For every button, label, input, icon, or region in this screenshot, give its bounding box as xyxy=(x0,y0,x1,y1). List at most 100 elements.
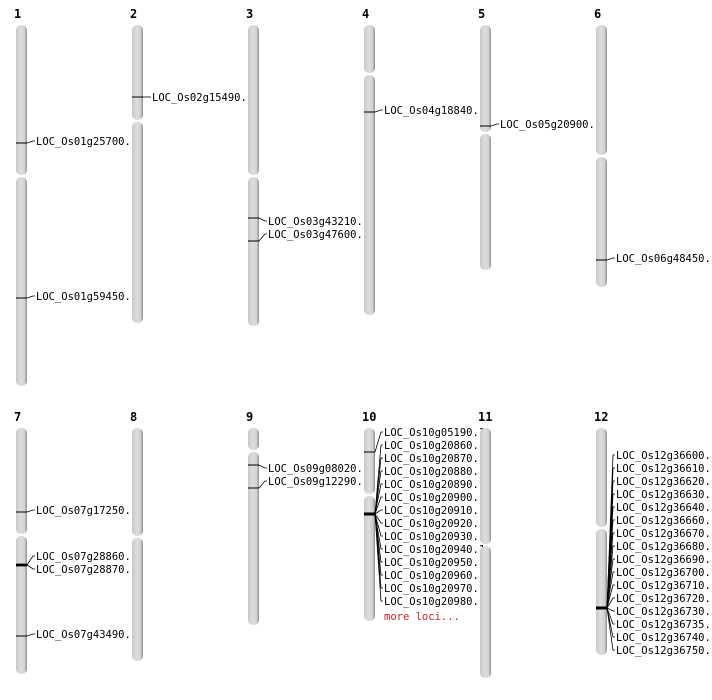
locus-label[interactable]: LOC_Os10g20880.1 xyxy=(384,466,485,478)
locus-label[interactable]: LOC_Os07g28870.1 xyxy=(36,564,137,576)
locus-label[interactable]: LOC_Os12g36660.1 xyxy=(616,515,712,527)
chromosome-arm-short[interactable] xyxy=(132,428,143,536)
more-loci-link[interactable]: more loci... xyxy=(384,611,460,623)
locus-connector xyxy=(606,558,615,609)
chromosome-arm-long[interactable] xyxy=(480,134,491,270)
chromosome-arm-long[interactable] xyxy=(364,496,375,621)
chromosome-arm-long[interactable] xyxy=(248,452,259,625)
locus-label[interactable]: LOC_Os12g36690.1 xyxy=(616,554,712,566)
locus-label[interactable]: LOC_Os06g48450.1 xyxy=(616,253,712,265)
locus-label[interactable]: LOC_Os12g36750.1 xyxy=(616,645,712,657)
locus-connector xyxy=(606,545,615,609)
locus-connector xyxy=(374,513,383,602)
locus-label[interactable]: LOC_Os10g20860.1 xyxy=(384,440,485,452)
chromosome-arm-long[interactable] xyxy=(480,546,491,678)
locus-label[interactable]: LOC_Os04g18840.1 xyxy=(384,105,485,117)
locus-label[interactable]: LOC_Os03g43210.1 xyxy=(268,216,369,228)
chromosome-arm-short[interactable] xyxy=(132,25,143,120)
locus-label[interactable]: LOC_Os12g36630.1 xyxy=(616,489,712,501)
locus-connector xyxy=(490,123,499,127)
locus-label[interactable]: LOC_Os10g20910.1 xyxy=(384,505,485,517)
chromosome-arm-long[interactable] xyxy=(248,177,259,326)
locus-label[interactable]: LOC_Os12g36620.1 xyxy=(616,476,712,488)
chromosome-arm-short[interactable] xyxy=(248,25,259,175)
locus-label[interactable]: LOC_Os09g12290.1 xyxy=(268,476,369,488)
chromosome-arm-long[interactable] xyxy=(132,122,143,323)
locus-connector xyxy=(606,597,615,609)
locus-label[interactable]: LOC_Os02g15490.1 xyxy=(152,92,253,104)
locus-label[interactable]: LOC_Os10g20900.1 xyxy=(384,492,485,504)
chromosome-8[interactable]: 8 xyxy=(130,410,143,661)
locus-label[interactable]: LOC_Os07g43490.1 xyxy=(36,629,137,641)
locus-label[interactable]: LOC_Os01g25700.1 xyxy=(36,136,137,148)
locus-label[interactable]: LOC_Os10g20960.1 xyxy=(384,570,485,582)
chromosome-number: 10 xyxy=(362,410,376,424)
locus-label[interactable]: LOC_Os10g20940.1 xyxy=(384,544,485,556)
chromosome-arm-short[interactable] xyxy=(480,428,491,544)
locus-label[interactable]: LOC_Os12g36700.1 xyxy=(616,567,712,579)
chromosome-number: 2 xyxy=(130,7,137,21)
locus-label[interactable]: LOC_Os12g36640.1 xyxy=(616,502,712,514)
locus-connector xyxy=(606,607,615,651)
locus-label[interactable]: LOC_Os01g59450.1 xyxy=(36,291,137,303)
chromosome-number: 3 xyxy=(246,7,253,21)
chromosome-arm-long[interactable] xyxy=(364,75,375,315)
locus-label[interactable]: LOC_Os12g36680.1 xyxy=(616,541,712,553)
locus-label[interactable]: LOC_Os07g28860.1 xyxy=(36,551,137,563)
locus-connector xyxy=(26,509,35,513)
chromosome-10[interactable]: 10LOC_Os10g05190.1LOC_Os10g20860.1LOC_Os… xyxy=(362,410,485,623)
locus-label[interactable]: LOC_Os05g20900.1 xyxy=(500,119,601,131)
chromosome-arm-short[interactable] xyxy=(364,25,375,73)
locus-label[interactable]: LOC_Os10g20970.1 xyxy=(384,583,485,595)
chromosome-number: 4 xyxy=(362,7,369,21)
locus-connector xyxy=(26,633,35,637)
locus-label[interactable]: LOC_Os12g36610.1 xyxy=(616,463,712,475)
chromosome-arm-short[interactable] xyxy=(16,428,27,534)
chromosome-arm-long[interactable] xyxy=(16,536,27,674)
chromosome-arm-long[interactable] xyxy=(16,177,27,386)
locus-label[interactable]: LOC_Os10g20890.1 xyxy=(384,479,485,491)
chromosome-arm-long[interactable] xyxy=(596,529,607,655)
locus-label[interactable]: LOC_Os12g36735.1 xyxy=(616,619,712,631)
locus-label[interactable]: LOC_Os10g20930.1 xyxy=(384,531,485,543)
chromosome-7[interactable]: 7LOC_Os07g17250.1LOC_Os07g28860.1LOC_Os0… xyxy=(14,410,137,674)
chromosome-arm-short[interactable] xyxy=(248,428,259,450)
chromosome-arm-short[interactable] xyxy=(16,25,27,175)
chromosome-arm-short[interactable] xyxy=(596,25,607,155)
locus-label[interactable]: LOC_Os09g08020.1 xyxy=(268,463,369,475)
chromosome-arm-short[interactable] xyxy=(480,25,491,132)
locus-label[interactable]: LOC_Os10g20920.1 xyxy=(384,518,485,530)
locus-label[interactable]: LOC_Os10g20980.1 xyxy=(384,596,485,608)
chromosome-arm-short[interactable] xyxy=(364,428,375,494)
locus-connector xyxy=(26,555,35,566)
locus-connector xyxy=(258,464,267,469)
locus-label[interactable]: LOC_Os07g17250.1 xyxy=(36,505,137,517)
chromosome-number: 1 xyxy=(14,7,21,21)
locus-label[interactable]: LOC_Os12g36720.1 xyxy=(616,593,712,605)
locus-label[interactable]: LOC_Os12g36740.1 xyxy=(616,632,712,644)
chromosome-arm-long[interactable] xyxy=(132,538,143,661)
locus-label[interactable]: LOC_Os12g36710.1 xyxy=(616,580,712,592)
chromosome-12[interactable]: 12LOC_Os12g36600.1LOC_Os12g36610.1LOC_Os… xyxy=(594,410,712,657)
locus-label[interactable]: LOC_Os03g47600.1 xyxy=(268,229,369,241)
locus-label[interactable]: LOC_Os12g36730.1 xyxy=(616,606,712,618)
locus-connector xyxy=(374,513,383,524)
locus-connector xyxy=(606,607,615,612)
locus-label[interactable]: LOC_Os12g36600.1 xyxy=(616,450,712,462)
locus-label[interactable]: LOC_Os10g20950.1 xyxy=(384,557,485,569)
locus-connector xyxy=(26,564,35,570)
chromosome-11[interactable]: 11 xyxy=(478,410,492,678)
locus-connector xyxy=(606,584,615,609)
chromosome-arm-short[interactable] xyxy=(596,428,607,527)
chromosome-arm-long[interactable] xyxy=(596,157,607,287)
locus-label[interactable]: LOC_Os10g05190.1 xyxy=(384,427,485,439)
locus-label[interactable]: LOC_Os10g20870.1 xyxy=(384,453,485,465)
locus-label[interactable]: LOC_Os12g36670.1 xyxy=(616,528,712,540)
